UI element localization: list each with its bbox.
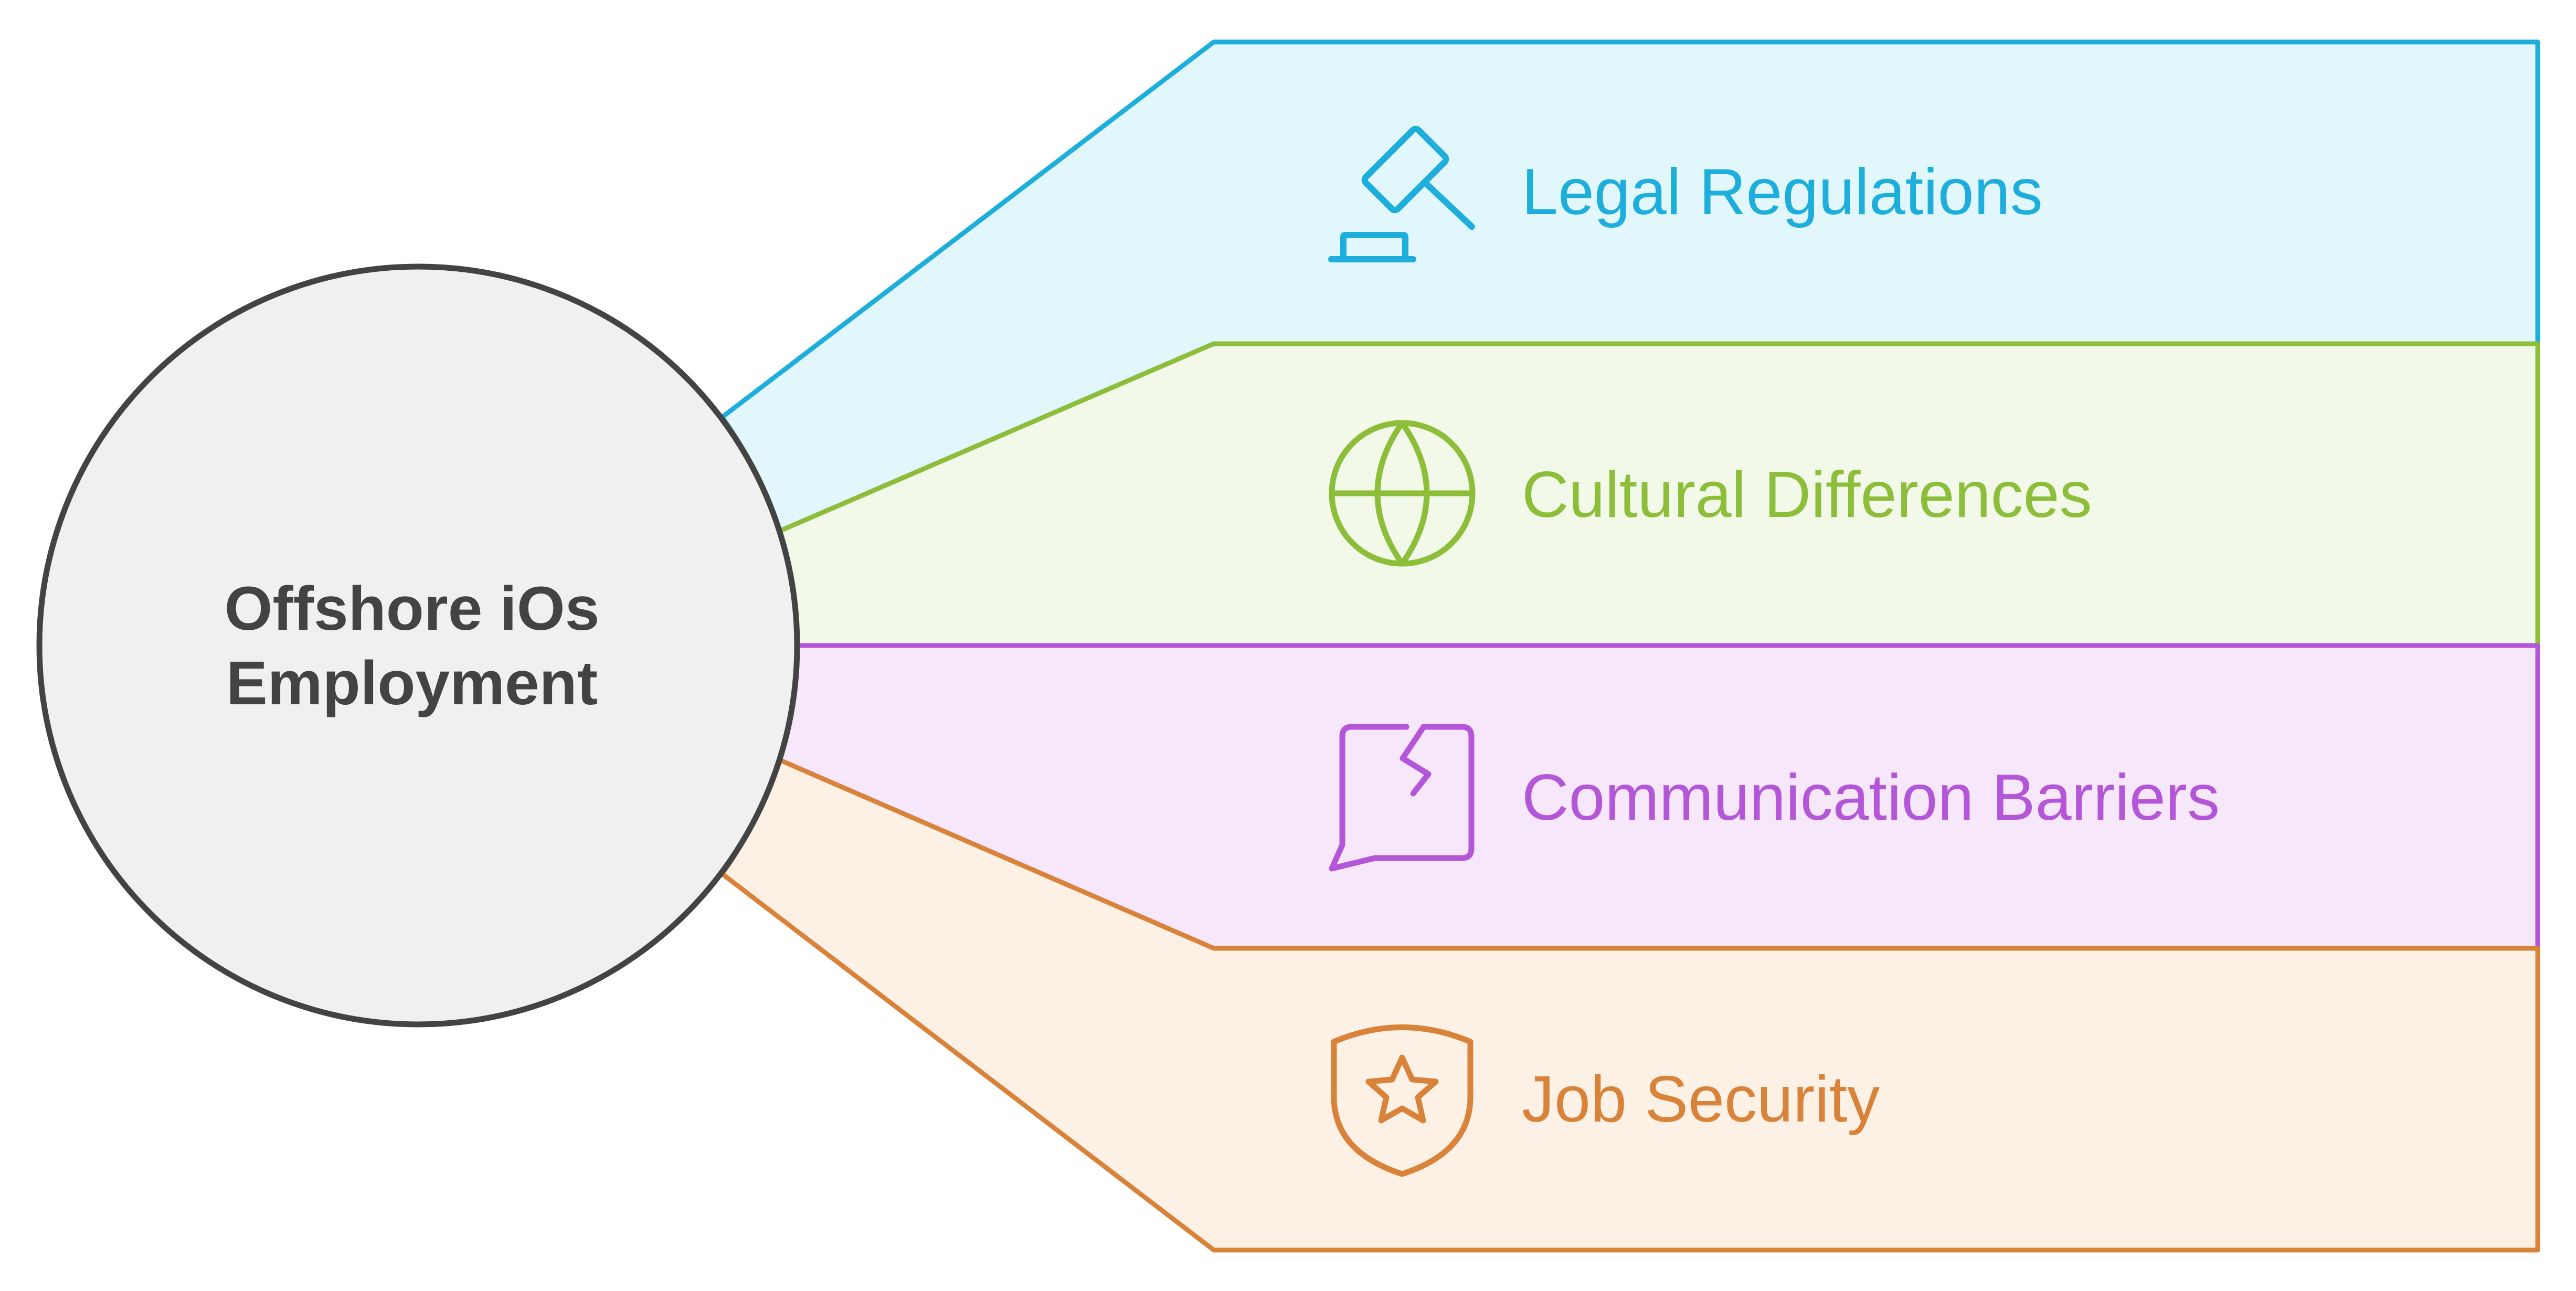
- band-communication-barriers: Communication Barriers: [776, 643, 2540, 951]
- band-legal-regulations-label: Legal Regulations: [1522, 156, 2043, 228]
- globe-icon: [1329, 420, 1476, 567]
- broken-chat-icon: [1329, 724, 1475, 872]
- band-cultural-differences: Cultural Differences: [776, 341, 2540, 648]
- center-node: Offshore iOs Employment: [36, 263, 800, 1028]
- center-title-line1: Offshore iOs: [225, 574, 600, 643]
- gavel-icon: [1328, 125, 1475, 262]
- band-cultural-differences-label: Cultural Differences: [1522, 459, 2092, 531]
- shield-star-icon: [1331, 1024, 1473, 1177]
- center-title-line2: Employment: [226, 649, 598, 718]
- band-job-security-label: Job Security: [1522, 1063, 1880, 1136]
- center-circle: [36, 263, 800, 1028]
- band-communication-barriers-label: Communication Barriers: [1522, 761, 2220, 834]
